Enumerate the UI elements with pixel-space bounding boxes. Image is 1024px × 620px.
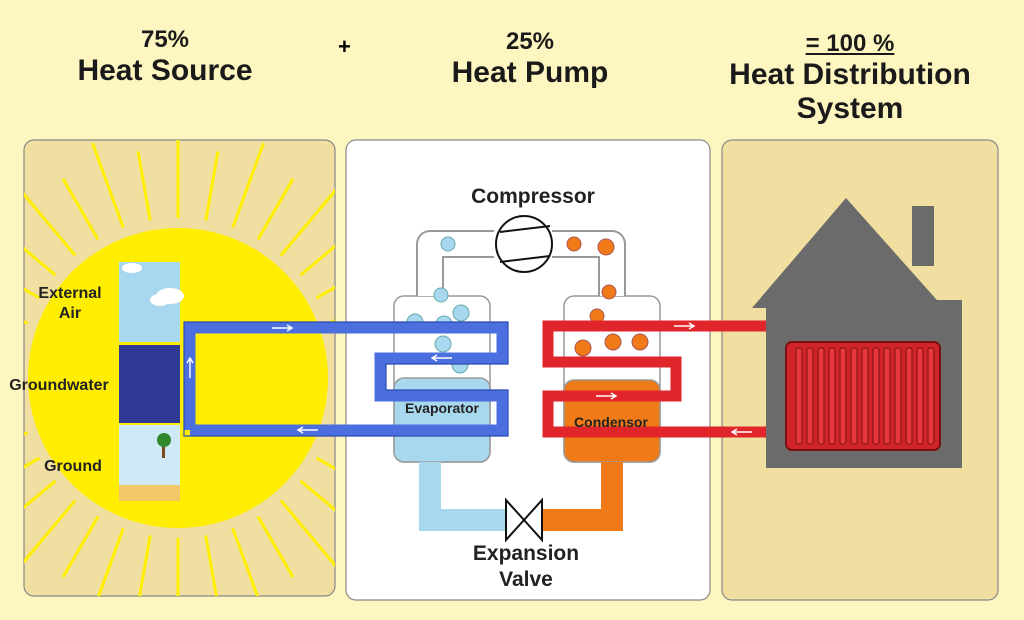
label-external-air-line2: Air — [59, 305, 81, 322]
radiator-fin — [806, 347, 814, 445]
expansion-valve-icon — [505, 497, 543, 543]
radiator-fin — [916, 347, 924, 445]
radiator-fin — [850, 347, 858, 445]
label-ground: Ground — [44, 458, 102, 475]
heat-distribution-header: = 100 % Heat Distribution System — [710, 30, 990, 126]
radiator-fin — [894, 347, 902, 445]
tree-icon — [157, 433, 171, 458]
compressor-label: Compressor — [471, 185, 595, 208]
radiator-fin — [795, 347, 803, 445]
radiator-fin — [905, 347, 913, 445]
source-loop — [184, 322, 508, 436]
distribution-loop — [542, 320, 852, 438]
heat-pump-percent: 25% — [505, 28, 555, 55]
label-external-air-line1: External — [38, 285, 101, 302]
heat-distribution-title-line2: System — [796, 92, 904, 125]
heat-pump-title: Heat Pump — [451, 56, 609, 89]
expansion-valve-label-line1: Expansion — [473, 542, 579, 565]
radiator-fin — [839, 347, 847, 445]
radiator-fin — [883, 347, 891, 445]
radiator-fin — [817, 347, 825, 445]
source-loop-outline — [183, 321, 509, 437]
evaporator-label: Evaporator — [405, 400, 479, 416]
flow-arrow-icon — [186, 322, 752, 436]
expansion-valve-label-line2: Valve — [499, 568, 553, 591]
heat-source-title: Heat Source — [77, 54, 253, 87]
heat-pump-header: 25% Heat Pump — [430, 28, 630, 90]
label-groundwater: Groundwater — [9, 377, 109, 394]
heat-distribution-title-line1: Heat Distribution — [729, 58, 971, 91]
plus-sign: + — [338, 34, 351, 59]
hot-refrigerant-bubbles — [566, 236, 649, 357]
compressor-icon — [495, 215, 553, 273]
radiator-fin — [872, 347, 880, 445]
radiator-fin — [828, 347, 836, 445]
heat-source-header: 75% Heat Source — [60, 26, 270, 88]
radiator-icon — [785, 341, 941, 451]
condensor-label: Condensor — [574, 414, 648, 430]
heat-source-percent: 75% — [140, 26, 190, 53]
total-percent: = 100 % — [805, 30, 895, 57]
radiator-fin — [927, 347, 935, 445]
radiator-fin — [861, 347, 869, 445]
soil-strata-icon — [119, 262, 184, 501]
